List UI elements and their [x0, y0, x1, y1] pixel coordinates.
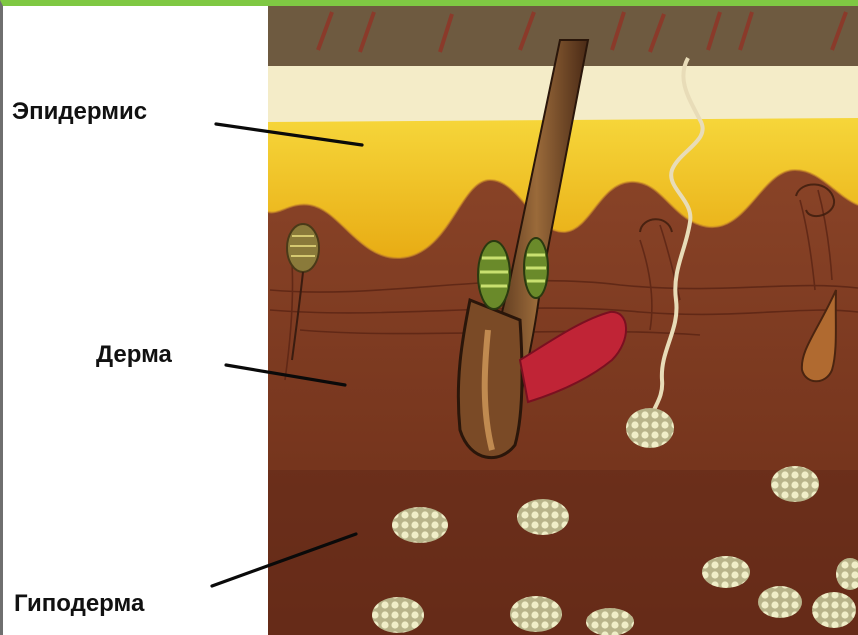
- skin-cross-section: [268, 6, 858, 635]
- label-epidermis: Эпидермис: [12, 98, 147, 126]
- label-dermis: Дерма: [96, 341, 172, 369]
- sweat-gland: [626, 408, 674, 448]
- label-hypodermis: Гиподерма: [14, 590, 144, 618]
